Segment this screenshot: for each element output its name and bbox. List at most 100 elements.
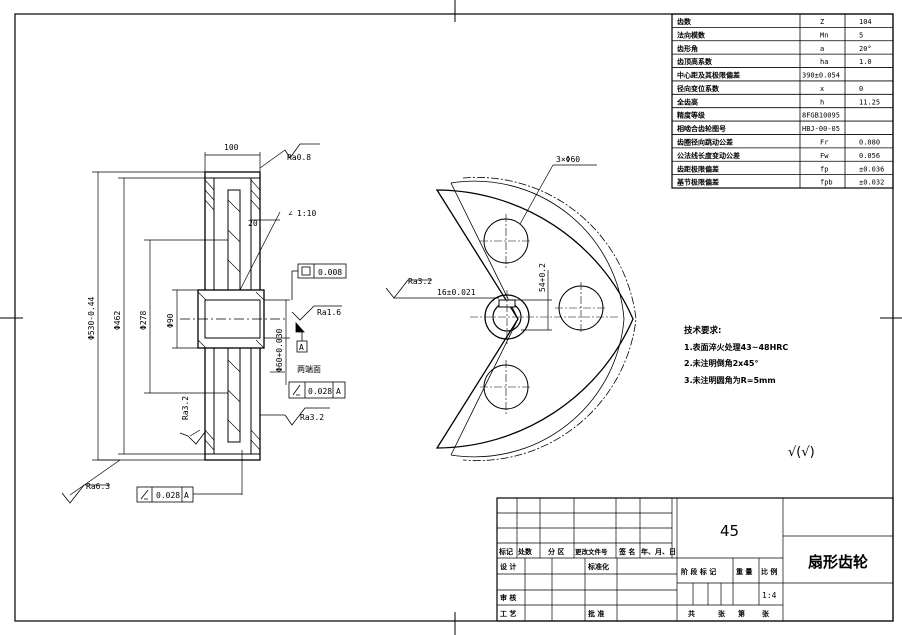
ra-bottom: Ra6.3	[86, 482, 110, 491]
param-value: 0.056	[859, 152, 880, 160]
section-symbols	[61, 143, 347, 504]
runout-datum: A	[336, 387, 341, 396]
section-labels: 100 Ra0.8 ∠ 1:10 20 0.008 Ra1.6 A 两端面 0.…	[86, 143, 342, 500]
tech-item: 3.未注明圆角为R=5mm	[684, 375, 776, 385]
param-symbol: Mn	[820, 31, 828, 39]
keyway-depth: 54+0.2	[538, 263, 547, 292]
gear-section-view	[180, 171, 285, 461]
tb-label: 张	[718, 609, 726, 618]
scale: 1:4	[762, 591, 777, 600]
tb-label: 工 艺	[500, 609, 516, 618]
dim-outer: Φ530-0.44	[87, 296, 96, 340]
param-symbol: Fr	[820, 139, 828, 147]
taper-label: ∠	[288, 209, 293, 218]
flatness-value: 0.008	[318, 268, 342, 277]
ra-right: Ra3.2	[300, 413, 324, 422]
ra-bore: Ra1.6	[317, 308, 341, 317]
param-name: 公法线长度变动公差	[677, 151, 740, 160]
front-labels: 3×Φ60 16±0.021 54+0.2 Ra3.2	[408, 155, 580, 297]
param-value: ±0.036	[859, 165, 884, 173]
param-symbol: Z	[820, 18, 824, 26]
tb-label: 重 量	[736, 567, 752, 576]
param-value: 5	[859, 31, 863, 39]
param-name: 齿形角	[677, 44, 698, 53]
param-symbol: h	[820, 98, 824, 106]
param-name: 齿距极限偏差	[677, 164, 719, 173]
gear-front-view	[385, 164, 637, 461]
holes-label: 3×Φ60	[556, 155, 580, 164]
tb-label: 共	[688, 609, 695, 618]
param-value: ±0.032	[859, 179, 884, 187]
param-name: 相啮合齿轮图号	[677, 124, 726, 133]
param-name: 中心距及其极限偏差	[677, 71, 740, 80]
keyway-width: 16±0.021	[437, 288, 476, 297]
param-symbol: ha	[820, 58, 828, 66]
param-symbol: 390±0.054	[802, 72, 840, 80]
title-block	[496, 497, 894, 622]
technical-requirements: 技术要求: 1.表面淬火处理43~48HRC 2.未注明倒角2x45° 3.未注…	[684, 325, 788, 385]
param-name: 齿圈径向跳动公差	[677, 138, 733, 147]
ra-left: Ra3.2	[181, 396, 190, 420]
runout-value: 0.028	[308, 387, 332, 396]
dim-web: 20	[248, 219, 258, 228]
tb-label: 审 核	[500, 593, 516, 602]
tb-label: 标准化	[587, 562, 609, 571]
runout-bottom-value: 0.028	[156, 491, 180, 500]
param-value: 0.080	[859, 139, 880, 147]
param-name: 径向变位系数	[677, 84, 720, 93]
roughness-symbol: √(√)	[788, 445, 815, 460]
taper-ratio: 1:10	[297, 209, 316, 218]
datum-a: A	[299, 343, 304, 352]
tb-label: 更改文件号	[575, 547, 608, 556]
param-symbol: fpb	[820, 179, 833, 187]
param-value: 1.0	[859, 58, 872, 66]
dim-hub: Φ278	[139, 311, 148, 330]
title-block-text: 45 扇形齿轮 1:4 标记 处数 分 区 更改文件号 签 名 年、月、日 设 …	[498, 522, 868, 618]
param-name: 齿顶高系数	[677, 57, 713, 66]
tb-label: 张	[762, 609, 770, 618]
tech-item: 2.未注明倒角2x45°	[684, 358, 758, 368]
ra-front: Ra3.2	[408, 277, 432, 286]
dim-width: 100	[224, 143, 239, 152]
param-name: 全齿高	[676, 97, 698, 106]
dim-inner: Φ90	[166, 313, 175, 328]
material: 45	[720, 522, 739, 540]
tech-item: 1.表面淬火处理43~48HRC	[684, 342, 788, 352]
section-dimensions	[69, 149, 290, 496]
ra-top: Ra0.8	[287, 153, 311, 162]
param-symbol: x	[820, 85, 824, 93]
param-symbol: HBJ-00-05	[802, 125, 840, 133]
tb-label: 设 计	[500, 562, 516, 571]
two-faces-label: 两端面	[297, 364, 321, 374]
dim-rim: Φ462	[113, 311, 122, 330]
param-symbol: fp	[820, 165, 828, 173]
tb-label: 分 区	[548, 547, 564, 556]
tech-title: 技术要求:	[684, 325, 721, 336]
param-value: 104	[859, 18, 872, 26]
param-name: 齿数	[677, 17, 692, 26]
param-symbol: a	[820, 45, 824, 53]
runout-bottom-datum: A	[184, 491, 189, 500]
param-name: 法向模数	[677, 30, 706, 39]
tb-label: 年、月、日	[641, 547, 676, 556]
tb-label: 阶 段 标 记	[681, 567, 716, 576]
tb-label: 批 准	[588, 609, 604, 618]
tb-label: 标记	[498, 547, 513, 556]
param-value: 11.25	[859, 98, 880, 106]
parameter-table	[671, 13, 894, 189]
part-name: 扇形齿轮	[808, 553, 868, 571]
param-value: 20°	[859, 45, 872, 53]
param-value: 0	[859, 85, 863, 93]
param-symbol: Fw	[820, 152, 829, 160]
tb-label: 比 例	[761, 567, 777, 576]
tb-label: 签 名	[618, 547, 635, 556]
dim-bore: Φ60+0.030	[275, 328, 284, 372]
param-symbol: 8FGB10095	[802, 112, 840, 120]
tb-label: 处数	[517, 547, 533, 556]
tb-label: 第	[738, 609, 745, 618]
param-name: 基节极限偏差	[676, 178, 719, 187]
param-name: 精度等级	[677, 111, 706, 120]
parameter-table-text: 齿数 Z 104 法向模数 Mn 5 齿形角 a 20° 齿顶高系数 ha 1.0 中心距及其极限偏差 3…	[676, 17, 884, 187]
